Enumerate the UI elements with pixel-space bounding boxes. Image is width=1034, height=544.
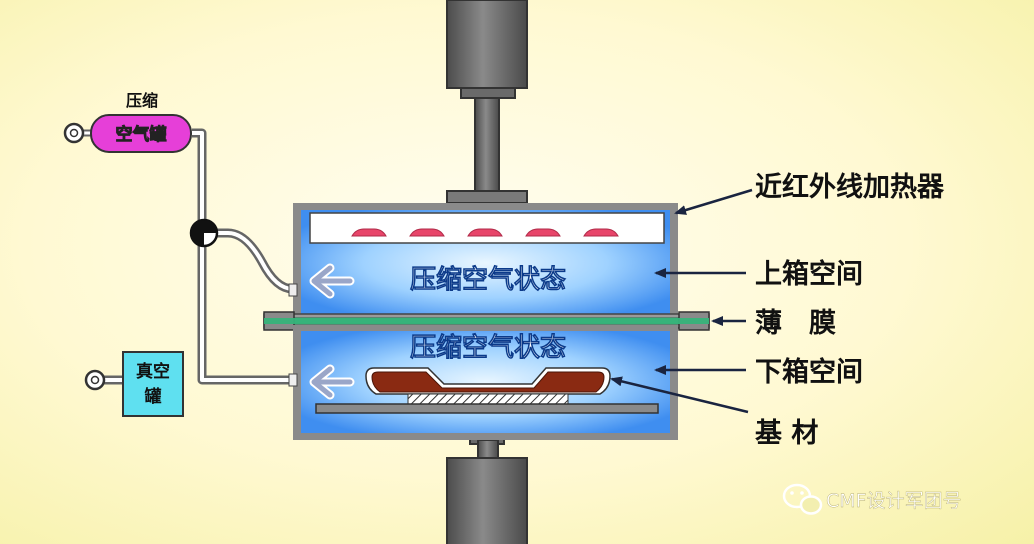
substrate-callout-label: 基 材: [755, 418, 818, 449]
heater-callout-label: 近红外线加热器: [755, 171, 945, 203]
vacuum-tank: 真空 罐: [84, 351, 184, 417]
upper-chamber-state-label: 压缩空气状态: [410, 264, 566, 295]
lower-air-arrow-icon: [309, 364, 355, 400]
top-press-cylinder: [446, 0, 528, 204]
film-callout-label: 薄 膜: [755, 308, 836, 339]
compressed-tank-label-line1: 压缩: [126, 91, 158, 110]
watermark-text: CMF设计军团号: [826, 490, 962, 512]
vacuum-tank-label-line1: 真空: [136, 361, 170, 382]
lower-box-callout-label: 下箱空间: [755, 356, 863, 388]
wechat-icon: [782, 483, 823, 515]
upper-box-callout-label: 上箱空间: [755, 258, 863, 290]
bottom-press-cylinder: [446, 431, 528, 544]
compressed-tank-label-line2: 空气罐: [116, 124, 167, 145]
watermark: CMF设计军团号: [782, 483, 962, 515]
heater-elements: [351, 228, 619, 237]
lower-chamber: 压缩空气状态: [293, 325, 678, 440]
upper-chamber: 压缩空气状态: [293, 203, 678, 317]
lower-platen: [315, 403, 659, 414]
compressed-air-tank: 压缩 空气罐: [63, 91, 192, 153]
callout-arrows: [610, 188, 753, 414]
upper-air-arrow-icon: [309, 263, 355, 299]
three-way-valve-icon: [189, 218, 219, 248]
substrate-part: [365, 367, 611, 395]
vacuum-tank-label-line2: 罐: [144, 386, 162, 407]
film-layer: [263, 311, 710, 331]
lower-chamber-state-label: 压缩空气状态: [410, 332, 566, 363]
piping: [74, 128, 298, 387]
heater-panel: [309, 212, 665, 244]
mold-base: [407, 393, 569, 405]
